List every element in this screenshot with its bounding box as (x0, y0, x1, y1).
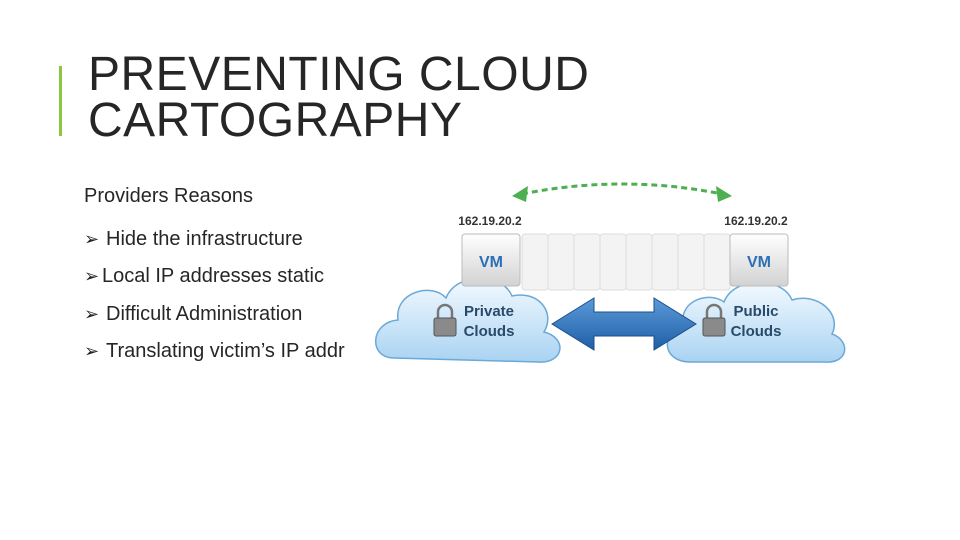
left-lock-icon (433, 303, 457, 337)
section-heading: Providers Reasons (84, 185, 253, 207)
title-accent-bar (59, 66, 62, 136)
blue-double-arrow-icon (551, 297, 697, 351)
body-section: Providers Reasons (84, 182, 253, 210)
arrow-bullet-icon: ➢ (84, 303, 100, 324)
bullet-text: Hide the infrastructure (106, 227, 303, 250)
bullet-item: ➢ Hide the infrastructure (84, 220, 384, 258)
public-clouds-label-line-2: Clouds (731, 323, 782, 340)
cloud-diagram: 162.19.20.2 162.19.20.2 VM VM (375, 182, 846, 363)
right-ip-label: 162.19.20.2 (724, 214, 788, 228)
bullet-text: Difficult Administration (106, 302, 303, 325)
migration-dashed-arrow-icon (512, 182, 732, 202)
cloud-migration-figure: 162.19.20.2 162.19.20.2 VM VM (372, 172, 848, 372)
private-cloud-icon (375, 277, 561, 363)
slide-title-line-2: CARTOGRAPHY (88, 94, 463, 147)
left-vm-label: VM (479, 254, 503, 271)
right-vm-label: VM (747, 254, 771, 271)
arrow-bullet-icon: ➢ (84, 228, 100, 249)
slide-title: PREVENTING CLOUD CARTOGRAPHY (88, 48, 590, 147)
private-clouds-label-line-2: Clouds (464, 323, 515, 340)
left-vm-box (461, 233, 521, 287)
right-lock-icon (702, 303, 726, 337)
arrow-bullet-icon: ➢ (84, 266, 100, 287)
bullet-text: Local IP addresses static (102, 265, 324, 288)
slide-title-line-1: PREVENTING CLOUD (88, 48, 590, 101)
public-clouds-label-line-1: Public (733, 303, 778, 320)
bullet-item: ➢ Difficult Administration (84, 295, 384, 333)
bullet-item: ➢ Local IP addresses static (84, 258, 384, 296)
arrow-bullet-icon: ➢ (84, 341, 100, 362)
bullet-item: ➢ Translating victim’s IP addr (84, 333, 384, 371)
bullet-text: Translating victim’s IP addr (106, 340, 345, 363)
bullet-list: ➢ Hide the infrastructure ➢ Local IP add… (84, 220, 384, 370)
vm-transition-boxes (521, 233, 731, 291)
private-clouds-label-line-1: Private (464, 303, 514, 320)
right-vm-box (729, 233, 789, 287)
left-ip-label: 162.19.20.2 (458, 214, 522, 228)
